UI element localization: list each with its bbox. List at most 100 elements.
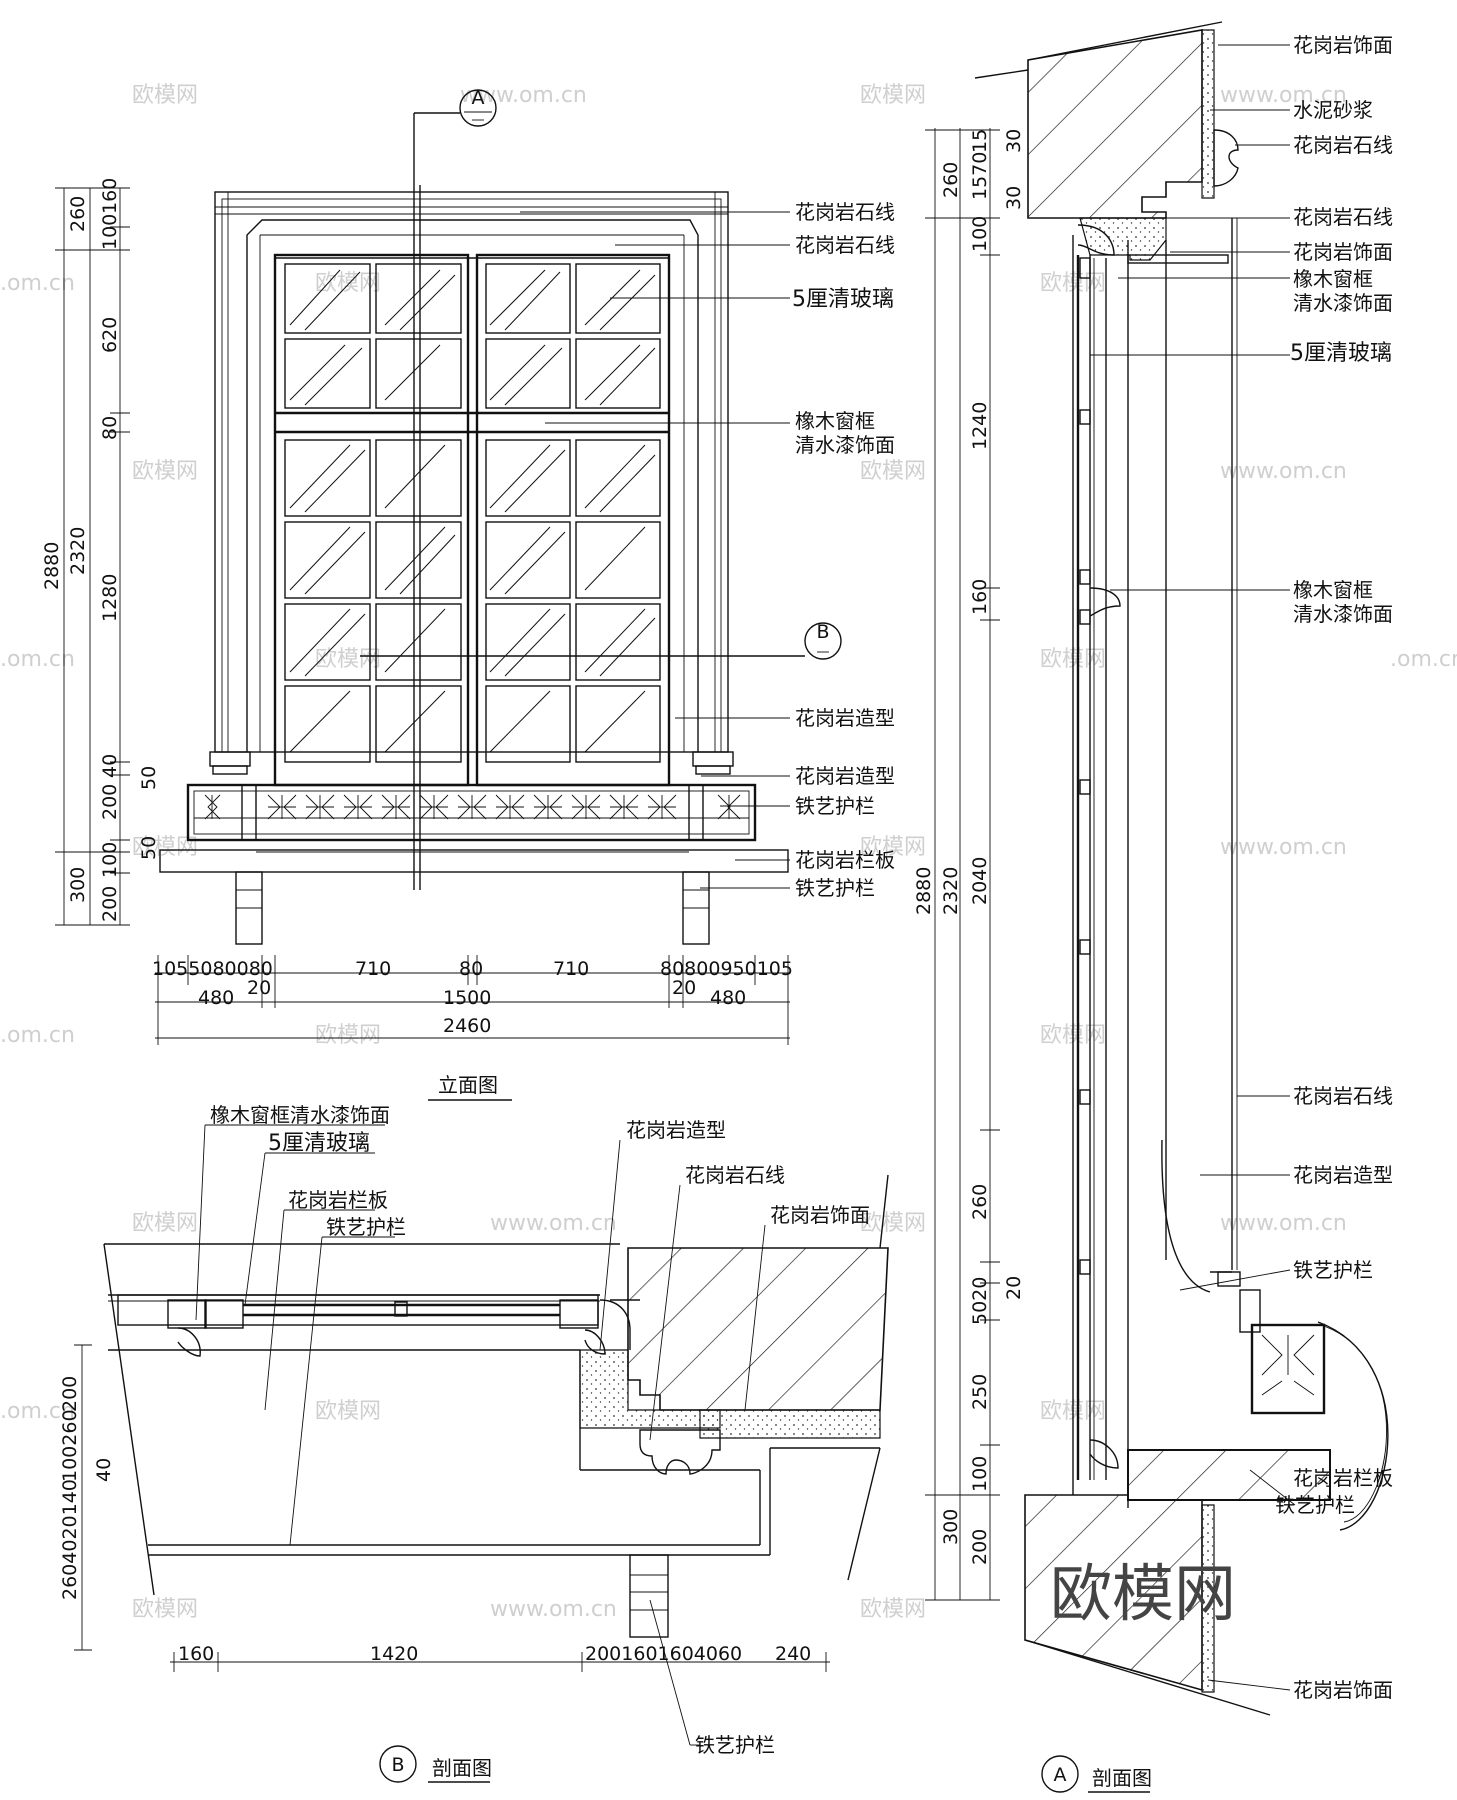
label: 花岗岩造型	[795, 764, 895, 788]
dim-text: 200	[99, 784, 121, 820]
dim-text: 1055080080	[152, 958, 273, 980]
dim-text: 2460	[443, 1015, 491, 1037]
label: 清水漆饰面	[795, 433, 895, 457]
watermark: www.om.cn	[1220, 835, 1347, 860]
dim-text: 100	[969, 216, 991, 252]
dim-text: 1570	[969, 152, 991, 200]
dim-text: 250	[969, 1374, 991, 1410]
label: 花岗岩石线	[795, 200, 895, 224]
label: 花岗岩栏板	[1293, 1466, 1393, 1490]
granite-slab	[159, 849, 789, 873]
watermark: .om.cn	[0, 271, 75, 296]
label: 铁艺护栏	[795, 876, 875, 900]
dim-text: 1420	[370, 1643, 418, 1665]
dim-text: 160	[178, 1643, 214, 1665]
label: 橡木窗框清水漆饰面	[210, 1103, 390, 1127]
dim-text: 260	[67, 196, 89, 232]
watermark: 欧模网	[132, 1211, 198, 1236]
watermark: .om.cn	[0, 647, 75, 672]
label: 花岗岩饰面	[1293, 1678, 1393, 1702]
right-sash	[475, 253, 671, 787]
label: 花岗岩造型	[795, 706, 895, 730]
elevation-left-dimensions	[55, 187, 130, 926]
dim-text: 1280	[99, 574, 121, 622]
dim-text: 2880	[41, 542, 63, 590]
section-a-marker-label: A	[1054, 1764, 1067, 1786]
section-a-drawing: 花岗岩饰面 水泥砂浆 花岗岩石线 花岗岩石线 花岗岩饰面 橡木窗框 清水漆饰面 …	[913, 21, 1393, 1793]
label: 清水漆饰面	[1293, 291, 1393, 315]
watermark: 欧模网	[315, 1399, 381, 1424]
section-b-marker-label: B	[391, 1754, 404, 1776]
dim-text: 260	[940, 162, 962, 198]
label: 花岗岩饰面	[770, 1203, 870, 1227]
label: 花岗岩石线	[1293, 205, 1393, 229]
dim-text: 100	[99, 842, 121, 878]
label: 5厘清玻璃	[268, 1131, 370, 1156]
dim-text: 200	[969, 1529, 991, 1565]
label: 铁艺护栏	[1275, 1493, 1355, 1517]
section-marker-a-title	[1041, 1755, 1079, 1793]
dim-text: 2880	[913, 867, 935, 915]
dim-text: 30	[1003, 129, 1025, 153]
elevation-drawing: A B 花岗岩石线 花岗岩石线 5厘清玻璃 橡木窗框 清水漆饰面 花岗岩造型 花…	[41, 87, 895, 1101]
dim-text: 5020	[969, 1277, 991, 1325]
label: 花岗岩石线	[1293, 1084, 1393, 1108]
dim-text: 20	[1003, 1276, 1025, 1300]
dim-text: 80	[459, 958, 483, 980]
section-b-title: 剖面图	[432, 1756, 492, 1780]
watermark: .om.cn	[0, 1023, 75, 1048]
section-marker-a	[459, 89, 497, 127]
watermark: www.om.cn	[1220, 83, 1347, 108]
label: 清水漆饰面	[1293, 602, 1393, 626]
watermark: www.om.cn	[490, 1597, 617, 1622]
label: 花岗岩石线	[795, 233, 895, 257]
watermark: 欧模网	[860, 1597, 926, 1622]
dim-text: 2320	[67, 527, 89, 575]
watermark: www.om.cn	[1220, 1211, 1347, 1236]
inner-architrave	[246, 219, 699, 752]
dim-text: 2604020140	[59, 1479, 81, 1600]
dim-text: 240	[775, 1643, 811, 1665]
label: 花岗岩栏板	[795, 848, 895, 872]
dim-text: 300	[67, 867, 89, 903]
dim-text: 480	[198, 987, 234, 1009]
dim-text: 480	[710, 987, 746, 1009]
section-a-title: 剖面图	[1092, 1766, 1152, 1790]
elevation-bottom-dimensions	[155, 955, 790, 1045]
watermark: 欧模网	[132, 83, 198, 108]
dim-text: 20	[672, 977, 696, 999]
dim-text: 2320	[940, 867, 962, 915]
dim-text: 160	[99, 178, 121, 214]
outer-frame	[214, 191, 729, 753]
label: 铁艺护栏	[795, 794, 875, 818]
label: 花岗岩饰面	[1293, 240, 1393, 264]
dim-text: 100260	[59, 1409, 81, 1482]
dim-text: 50	[138, 766, 160, 790]
dim-text: 2040	[969, 857, 991, 905]
label: 花岗岩石线	[1293, 133, 1393, 157]
label: 5厘清玻璃	[792, 287, 894, 312]
label: 5厘清玻璃	[1290, 341, 1392, 366]
label: 橡木窗框	[1293, 267, 1373, 291]
dim-text: 100	[969, 1456, 991, 1492]
label: 水泥砂浆	[1293, 98, 1373, 122]
watermark: .om.cn	[1390, 647, 1457, 672]
section-marker-b	[804, 622, 842, 660]
dim-text: 260	[969, 1184, 991, 1220]
label: 铁艺护栏	[1293, 1258, 1373, 1282]
dim-text: 2001601604060	[585, 1643, 742, 1665]
dim-text: 100	[99, 214, 121, 250]
glass-panes	[284, 263, 661, 763]
dim-text: 40	[93, 1458, 115, 1482]
dim-text: 200	[99, 886, 121, 922]
left-sash	[273, 253, 470, 787]
dim-text: 1240	[969, 402, 991, 450]
dim-text: 620	[99, 317, 121, 353]
watermark: 欧模网	[860, 835, 926, 860]
label: 铁艺护栏	[695, 1733, 775, 1757]
dim-text: 40	[99, 754, 121, 778]
dim-text: 200	[59, 1376, 81, 1412]
dim-text: 50	[138, 836, 160, 860]
section-marker-b-label: B	[816, 621, 829, 643]
